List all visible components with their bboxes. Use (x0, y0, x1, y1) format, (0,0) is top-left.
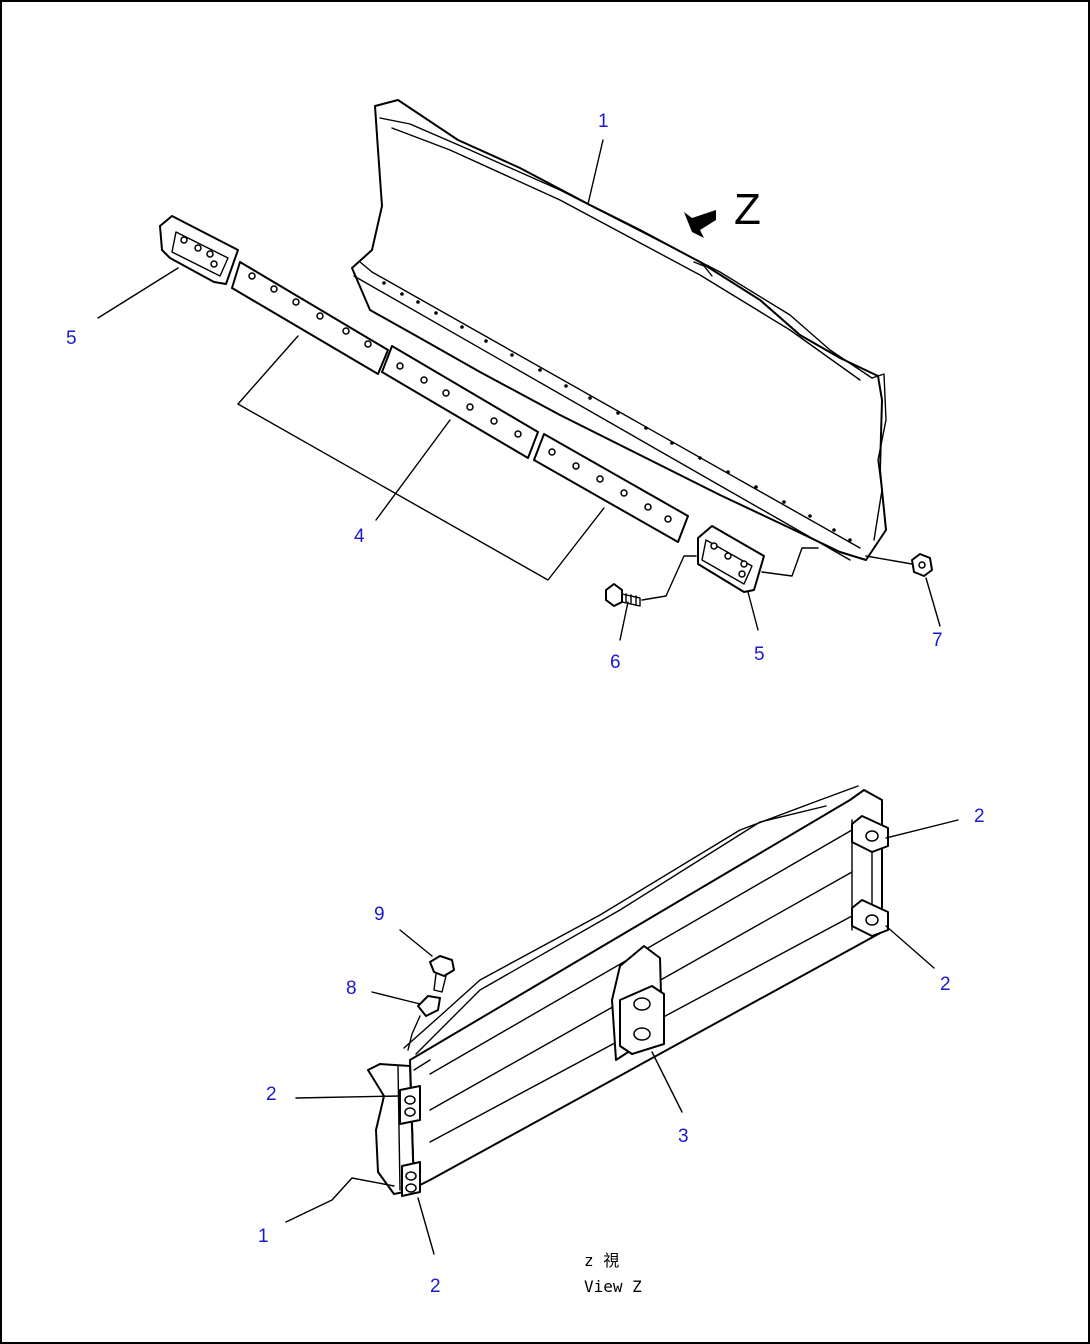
view-z-label: Z (734, 185, 761, 234)
blade-exploded-view: Z (351, 99, 887, 561)
callout-7: 7 (932, 630, 943, 651)
end-bit-leader (761, 547, 819, 577)
bracket-left-top (399, 1085, 421, 1125)
callout-1-top: 1 (598, 111, 609, 132)
end-bit-right-plate (697, 525, 765, 593)
callout-4: 4 (354, 526, 365, 547)
bolt-icon (605, 547, 819, 607)
callout-2-right-top: 2 (974, 806, 985, 827)
center-bracket (619, 985, 665, 1055)
blade-bottom-edge-2 (353, 275, 851, 561)
end-bit-right (697, 525, 765, 593)
bolt-leader (641, 555, 697, 601)
callout-9: 9 (374, 904, 385, 925)
bottom-leaders (285, 819, 959, 1255)
callout-2-left-top: 2 (266, 1084, 277, 1105)
blade-right-edge (871, 373, 887, 541)
washer-icon (417, 995, 441, 1017)
view-caption-line1: z 視 (584, 1251, 619, 1270)
blade-bolt-holes (382, 281, 852, 542)
view-z-arrow-icon (684, 210, 716, 238)
callout-5-right: 5 (754, 644, 765, 665)
blade-rear-view (367, 785, 889, 1197)
blade-top-ridge-2 (415, 805, 827, 1055)
cutting-edges (231, 261, 689, 581)
nut-icon (865, 553, 933, 577)
callout-2-left-bottom: 2 (430, 1276, 441, 1297)
top-leaders (97, 139, 941, 641)
view-caption-line2: View Z (584, 1277, 642, 1296)
blade-top-bracket (693, 261, 713, 277)
callout-6: 6 (610, 652, 621, 673)
pin-head (429, 955, 455, 977)
callout-8: 8 (346, 978, 357, 999)
blade-top-curl-inner (391, 127, 861, 381)
callout-1-bottom: 1 (258, 1226, 269, 1247)
pin-shank (433, 973, 447, 993)
end-bit-left (159, 215, 239, 285)
cutting-edge-segment-2 (381, 345, 539, 459)
callout-5-left: 5 (66, 328, 77, 349)
blade-top-ridge (403, 785, 859, 1049)
cutting-edge-segment-3 (533, 433, 689, 543)
blade-top-curl (379, 117, 873, 379)
blade-bottom-edge (359, 261, 861, 549)
callout-3: 3 (678, 1126, 689, 1147)
nut-leader (865, 555, 913, 565)
cutting-edge-group-bracket (237, 335, 605, 581)
callout-2-right-bottom: 2 (940, 974, 951, 995)
